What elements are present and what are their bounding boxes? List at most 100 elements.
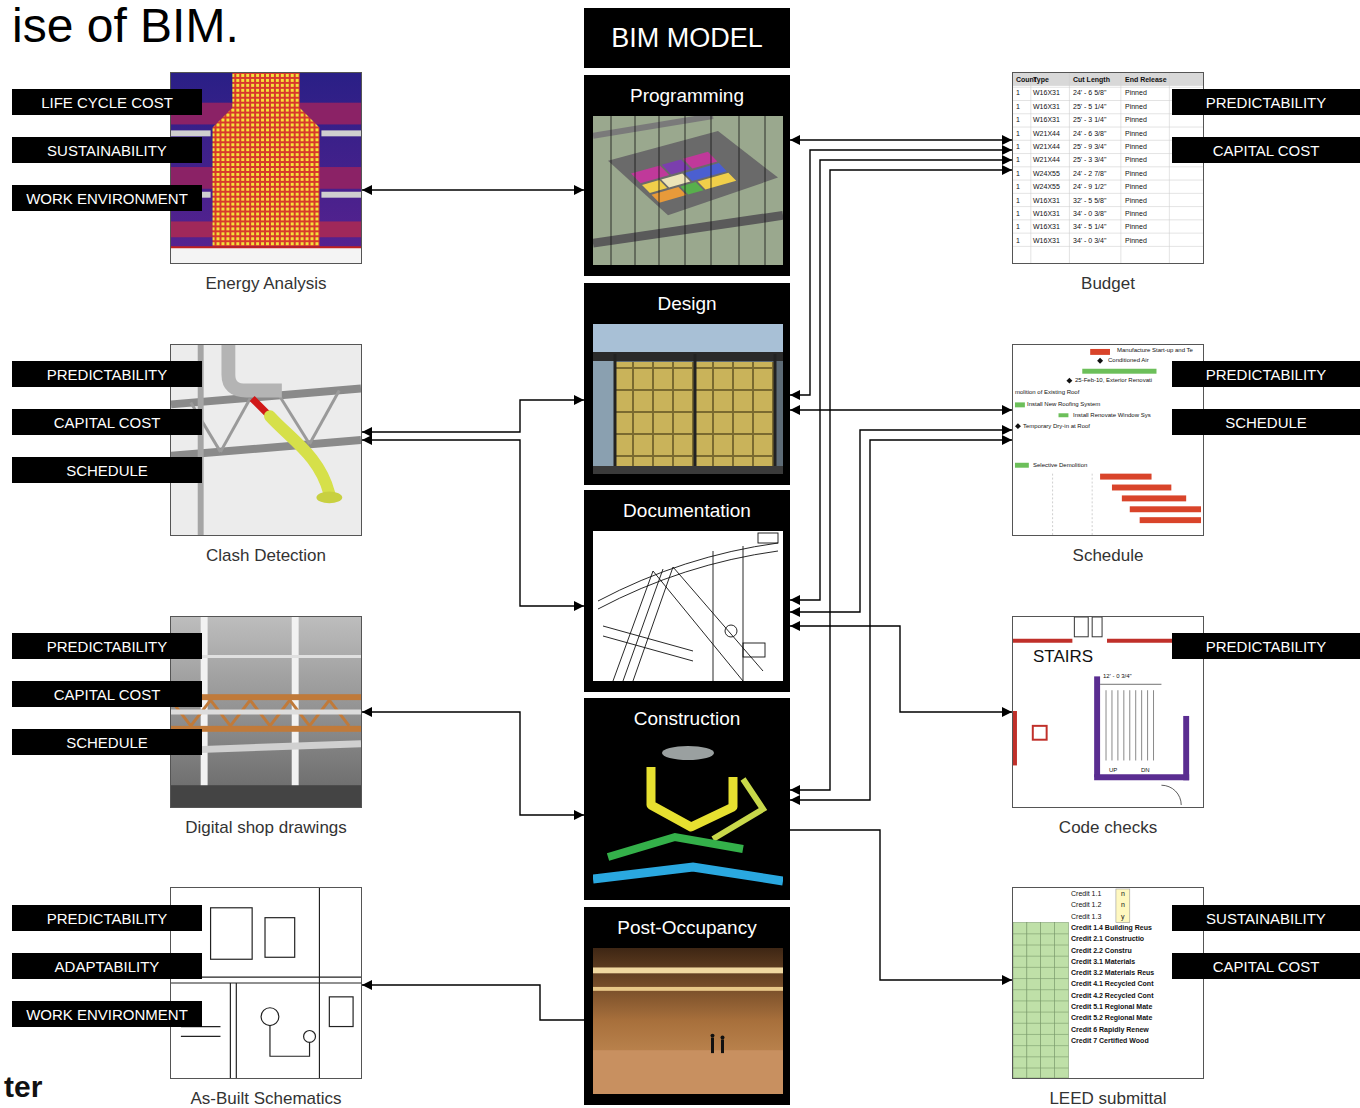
illustration-part [1013,219,1203,220]
illustration-part [1013,1012,1068,1013]
phase-box: Design [584,283,790,485]
tag-text: WORK ENVIRONMENT [26,1006,188,1023]
figure-text: Pinned [1125,237,1147,245]
figure-text: End Release [1125,76,1167,84]
illustration-part [236,983,237,1078]
value-tag: SCHEDULE [12,457,202,483]
figure-text: Pinned [1125,197,1147,205]
figure-text: Pinned [1125,170,1147,178]
connector-arrow [790,409,1012,410]
figure-text: Install New Roofing System [1027,401,1100,408]
connector-arrow [790,430,1012,612]
figure-text: 32' - 5 5/8" [1073,197,1106,205]
illustration-part [1013,127,1203,128]
figure-text: 1 [1016,130,1020,138]
tag-text: SCHEDULE [66,462,148,479]
phase-title: Construction [585,699,789,730]
illustration-part [1013,923,1027,1078]
panel-caption: Schedule [1073,546,1144,566]
illustration-part [1092,617,1102,637]
illustration-part [1013,180,1203,181]
illustration-part [651,187,686,203]
figure-text: W21X44 [1033,143,1060,151]
illustration-part [171,710,361,715]
phase-title: Programming [585,76,789,107]
value-tag: WORK ENVIRONMENT [12,185,202,211]
illustration-part [651,767,733,827]
panel-caption: Code checks [1059,818,1157,838]
illustration-part [1013,923,1068,1078]
illustration-part [171,246,361,248]
illustration-part [593,531,783,681]
illustration-part [213,73,320,246]
illustration-part [1013,978,1068,979]
phase-title: Design [585,284,789,315]
figure-text: W16X31 [1033,210,1060,218]
illustration-part [593,352,783,361]
value-tag: SUSTAINABILITY [1172,905,1360,931]
figure-text: 1 [1016,197,1020,205]
illustration-part [1112,485,1171,491]
illustration-part [1030,73,1031,263]
value-tag: ADAPTABILITY [12,953,202,979]
illustration-part [304,1031,316,1043]
illustration-part [1013,934,1068,1068]
figure-text: 1 [1016,210,1020,218]
illustration-part [1013,956,1068,957]
illustration-part [739,116,740,265]
figure-text: Type [1033,76,1049,84]
tag-text: CAPITAL COST [54,414,161,431]
illustration-part [1106,690,1107,760]
figure-text: W24X55 [1033,170,1060,178]
tag-text: PREDICTABILITY [47,638,168,655]
phase-box: Post-Occupancy [584,907,790,1105]
figure-text: 25' - 3 1/4" [1073,116,1106,124]
figure-text: Pinned [1125,210,1147,218]
figure-text: 25-Feb-10, Exterior Renovati [1075,377,1152,384]
figure-text: Credit 6 Rapidly Renew [1071,1026,1149,1034]
value-tag: CAPITAL COST [12,681,202,707]
figure-text: W16X31 [1033,237,1060,245]
illustration-part [603,636,693,661]
illustration-part [593,354,615,474]
figure-text: 1 [1016,156,1020,164]
figure-text: Credit 4.1 Recycled Cont [1071,980,1153,988]
tag-text: PREDICTABILITY [1206,94,1327,111]
illustration-part [191,391,339,452]
figure-text: 24' - 6 3/8" [1073,130,1106,138]
illustration-part [321,192,361,198]
illustration-part [673,567,763,671]
illustration-part [171,785,361,807]
tag-text: WORK ENVIRONMENT [26,190,188,207]
illustration-part [321,130,361,136]
illustration-part [593,324,783,474]
figure-text: 1 [1016,183,1020,191]
illustration-part [653,571,743,681]
figure-text: 25' - 9 3/4" [1073,143,1106,151]
value-tag: PREDICTABILITY [12,905,202,931]
illustration-part [743,643,765,657]
figure-text: Pinned [1125,156,1147,164]
panel-caption: As-Built Schematics [190,1089,341,1108]
model-header-box: BIM MODEL [584,8,790,68]
figure-text: 1 [1016,89,1020,97]
figure-text: Credit 7 Certified Wood [1071,1037,1149,1045]
value-tag: PREDICTABILITY [1172,361,1360,387]
figure-text: Pinned [1125,183,1147,191]
illustration-part [1111,690,1112,760]
value-tag: PREDICTABILITY [12,361,202,387]
connector-arrow [790,830,1012,980]
illustration-part [611,116,612,265]
illustration-part [1106,690,1154,760]
panel-caption: Budget [1081,274,1135,294]
illustration-part [310,391,340,444]
illustration-part [270,1026,310,1057]
panel-caption: Clash Detection [206,546,326,566]
page-title: ise of BIM. [12,0,239,53]
figure-text: Pinned [1125,143,1147,151]
illustration-part [329,997,353,1027]
figure-text: Credit 1.1 [1071,890,1101,898]
illustration-part [1094,774,1189,780]
figure-text: Pinned [1125,223,1147,231]
tag-text: SUSTAINABILITY [47,142,167,159]
